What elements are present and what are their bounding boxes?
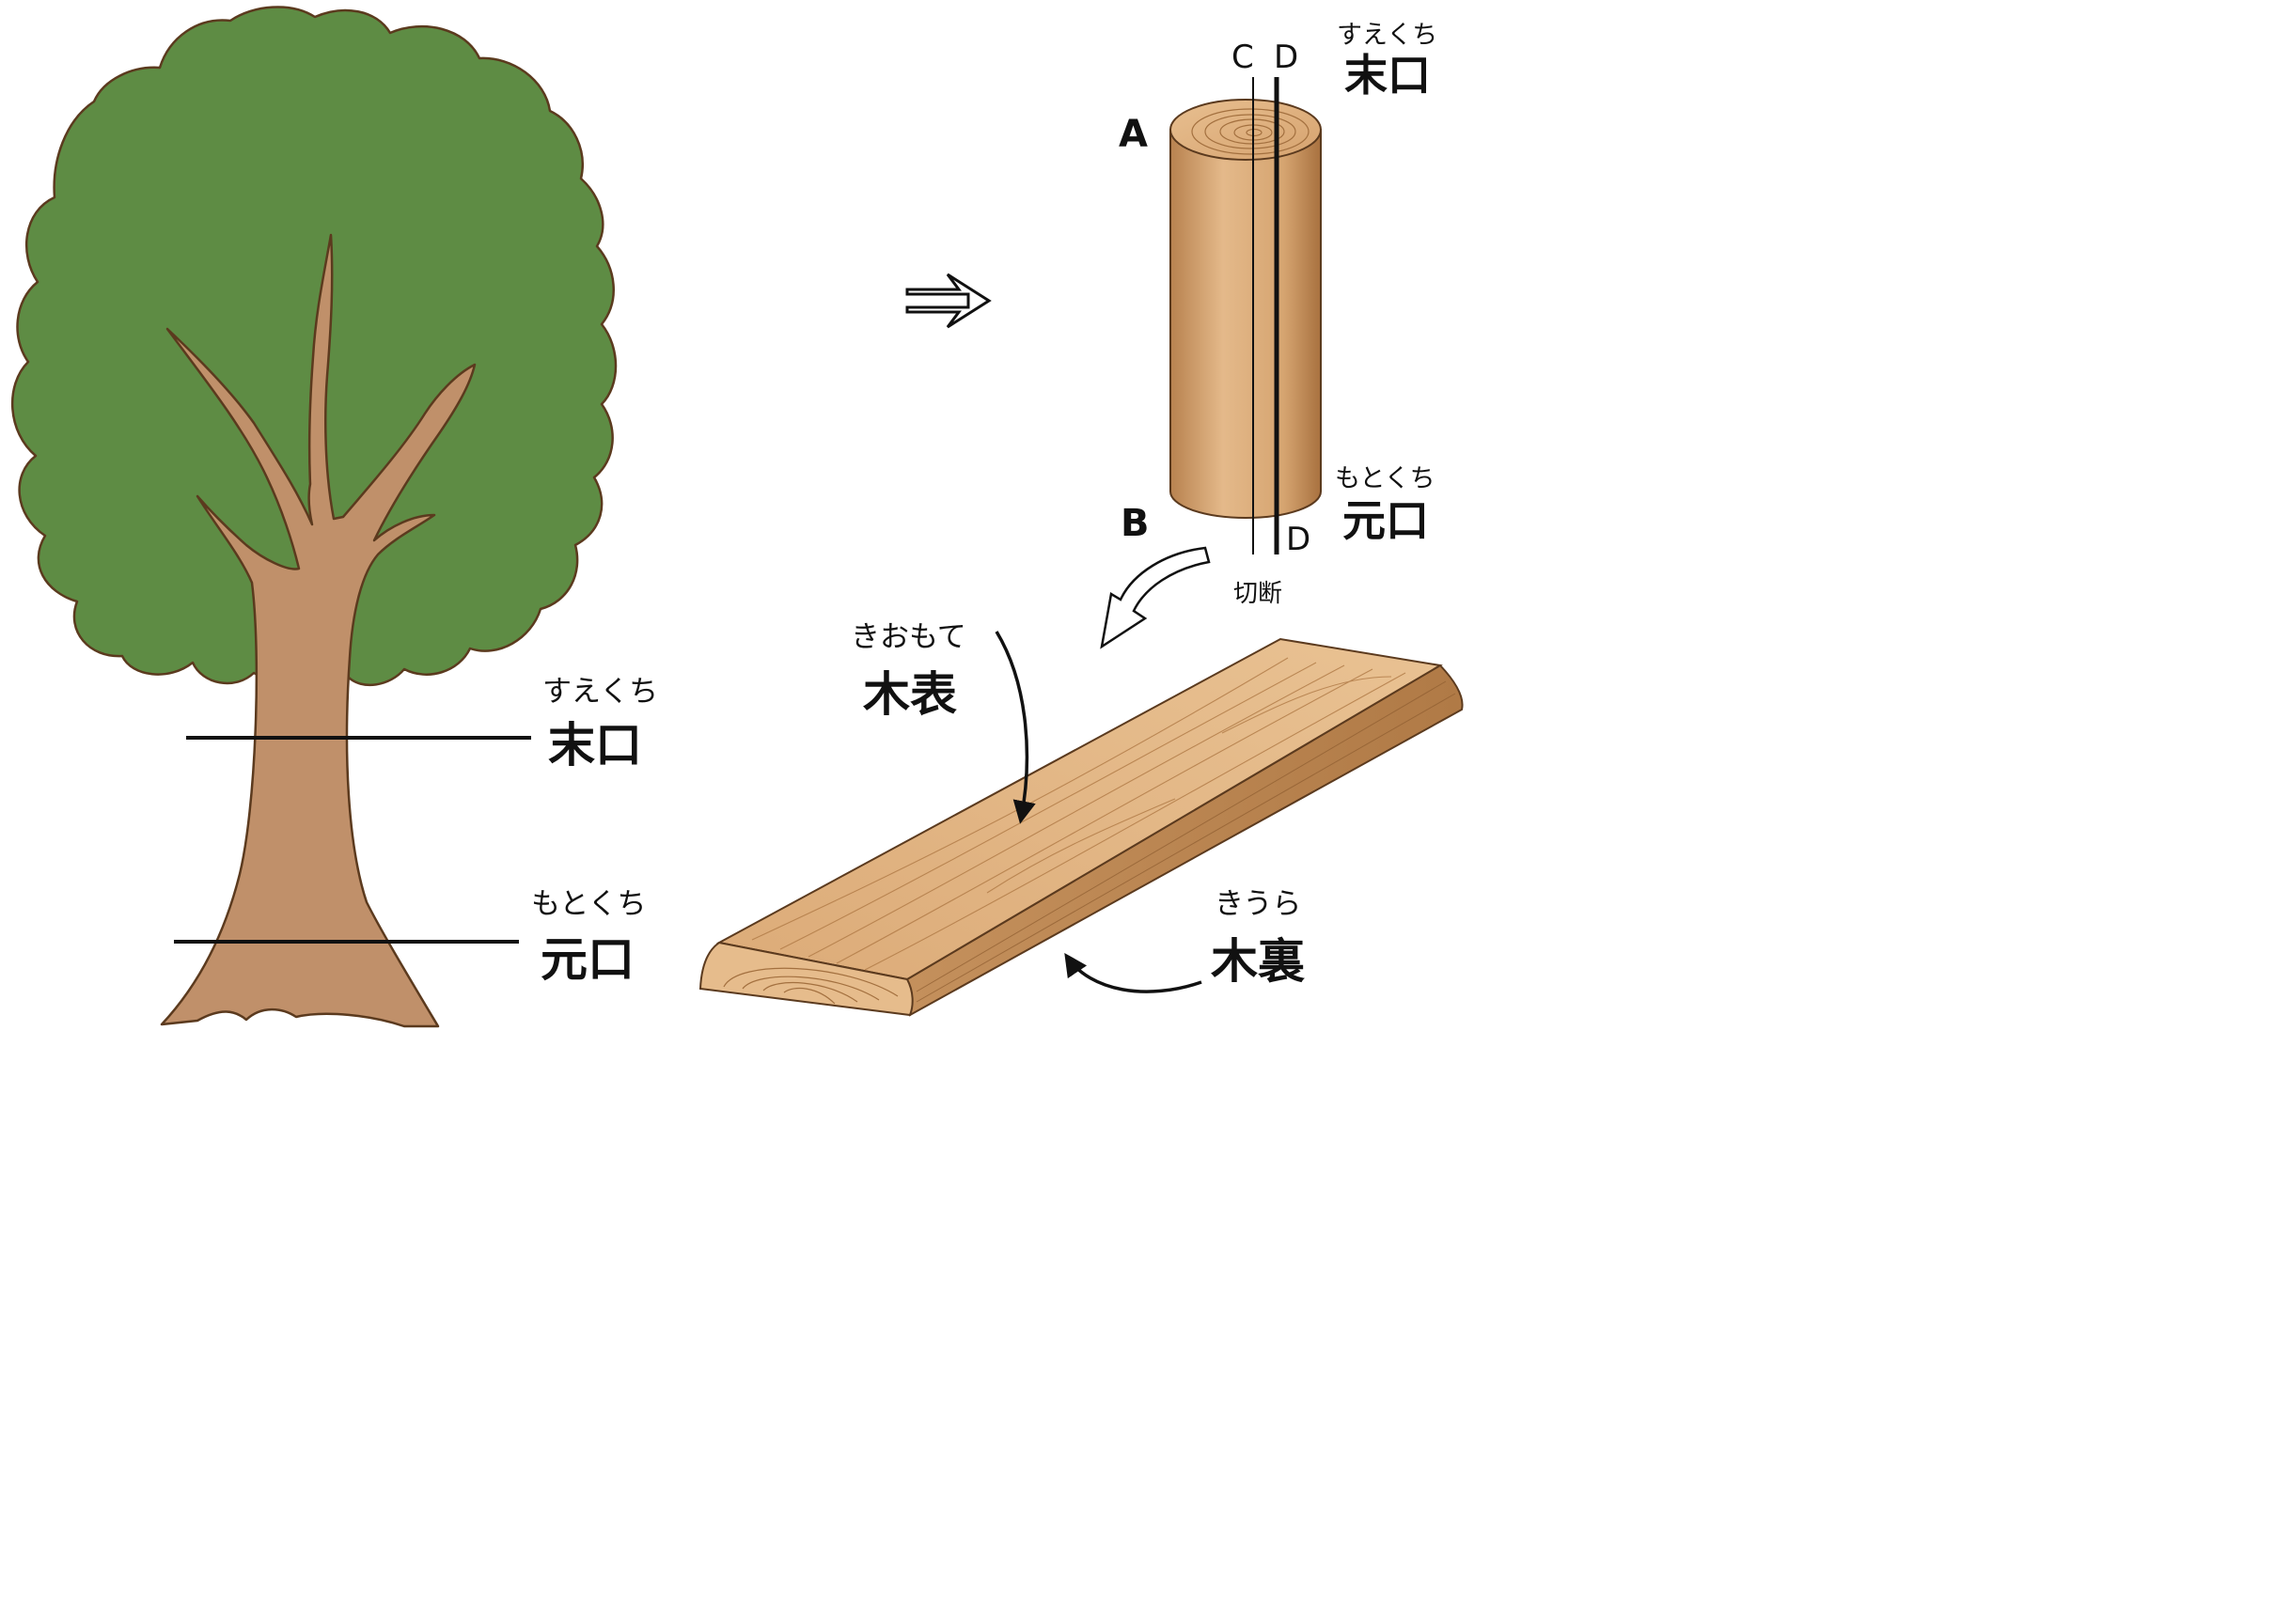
diagram-canvas: すえくち 末口 もとくち 元口 A B C D D すえくち 末口 もとくち 元… xyxy=(11,6,1464,1028)
board-back-label: 木裏 xyxy=(1211,934,1306,989)
line-c-label: C xyxy=(1231,39,1254,76)
board-face-label: 木表 xyxy=(863,667,957,722)
face-pointer-arrow xyxy=(995,631,1036,824)
log-top-end-label: 末口 xyxy=(1344,50,1431,101)
tree-top-cut-reading: すえくち xyxy=(542,675,658,709)
double-arrow-icon xyxy=(905,273,992,329)
board-side-grain xyxy=(916,680,1456,1003)
board-back-reading: きうら xyxy=(1215,887,1301,921)
log-top-end xyxy=(1169,99,1322,161)
board-grain-lines xyxy=(751,657,1406,971)
log-body xyxy=(1169,129,1322,519)
board-end-rings xyxy=(723,967,899,1005)
board-face-reading: きおもて xyxy=(851,620,966,654)
board-back-annotation: きうら 木裏 xyxy=(1064,887,1306,993)
cut-label: 切断 xyxy=(1233,580,1282,608)
tree-bottom-cut-reading: もとくち xyxy=(531,887,646,921)
point-b-label: B xyxy=(1121,502,1150,545)
tree-top-cut-label: 末口 xyxy=(548,718,642,773)
flow-arrow xyxy=(905,273,992,329)
log-bottom-end-label: 元口 xyxy=(1342,495,1429,546)
back-pointer-arrow xyxy=(1064,952,1202,993)
line-d-bottom-label: D xyxy=(1286,521,1310,558)
tree: すえくち 末口 もとくち 元口 xyxy=(11,6,658,1028)
log-top-end-reading: すえくち xyxy=(1337,21,1437,50)
line-d-top-label: D xyxy=(1274,39,1298,76)
wood-terminology-diagram: すえくち 末口 もとくち 元口 A B C D D すえくち 末口 もとくち 元… xyxy=(0,0,1474,1045)
log-bottom-end-reading: もとくち xyxy=(1335,464,1435,493)
board xyxy=(698,637,1464,1017)
tree-bottom-cut-label: 元口 xyxy=(541,932,635,987)
log: A B C D D すえくち 末口 もとくち 元口 切断 xyxy=(1119,21,1437,608)
board-face-annotation: きおもて 木表 xyxy=(851,620,1036,824)
tree-trunk xyxy=(160,233,477,1028)
board-end-grain xyxy=(698,941,914,1017)
point-a-label: A xyxy=(1119,113,1148,156)
curved-down-arrow-icon xyxy=(1100,546,1211,649)
